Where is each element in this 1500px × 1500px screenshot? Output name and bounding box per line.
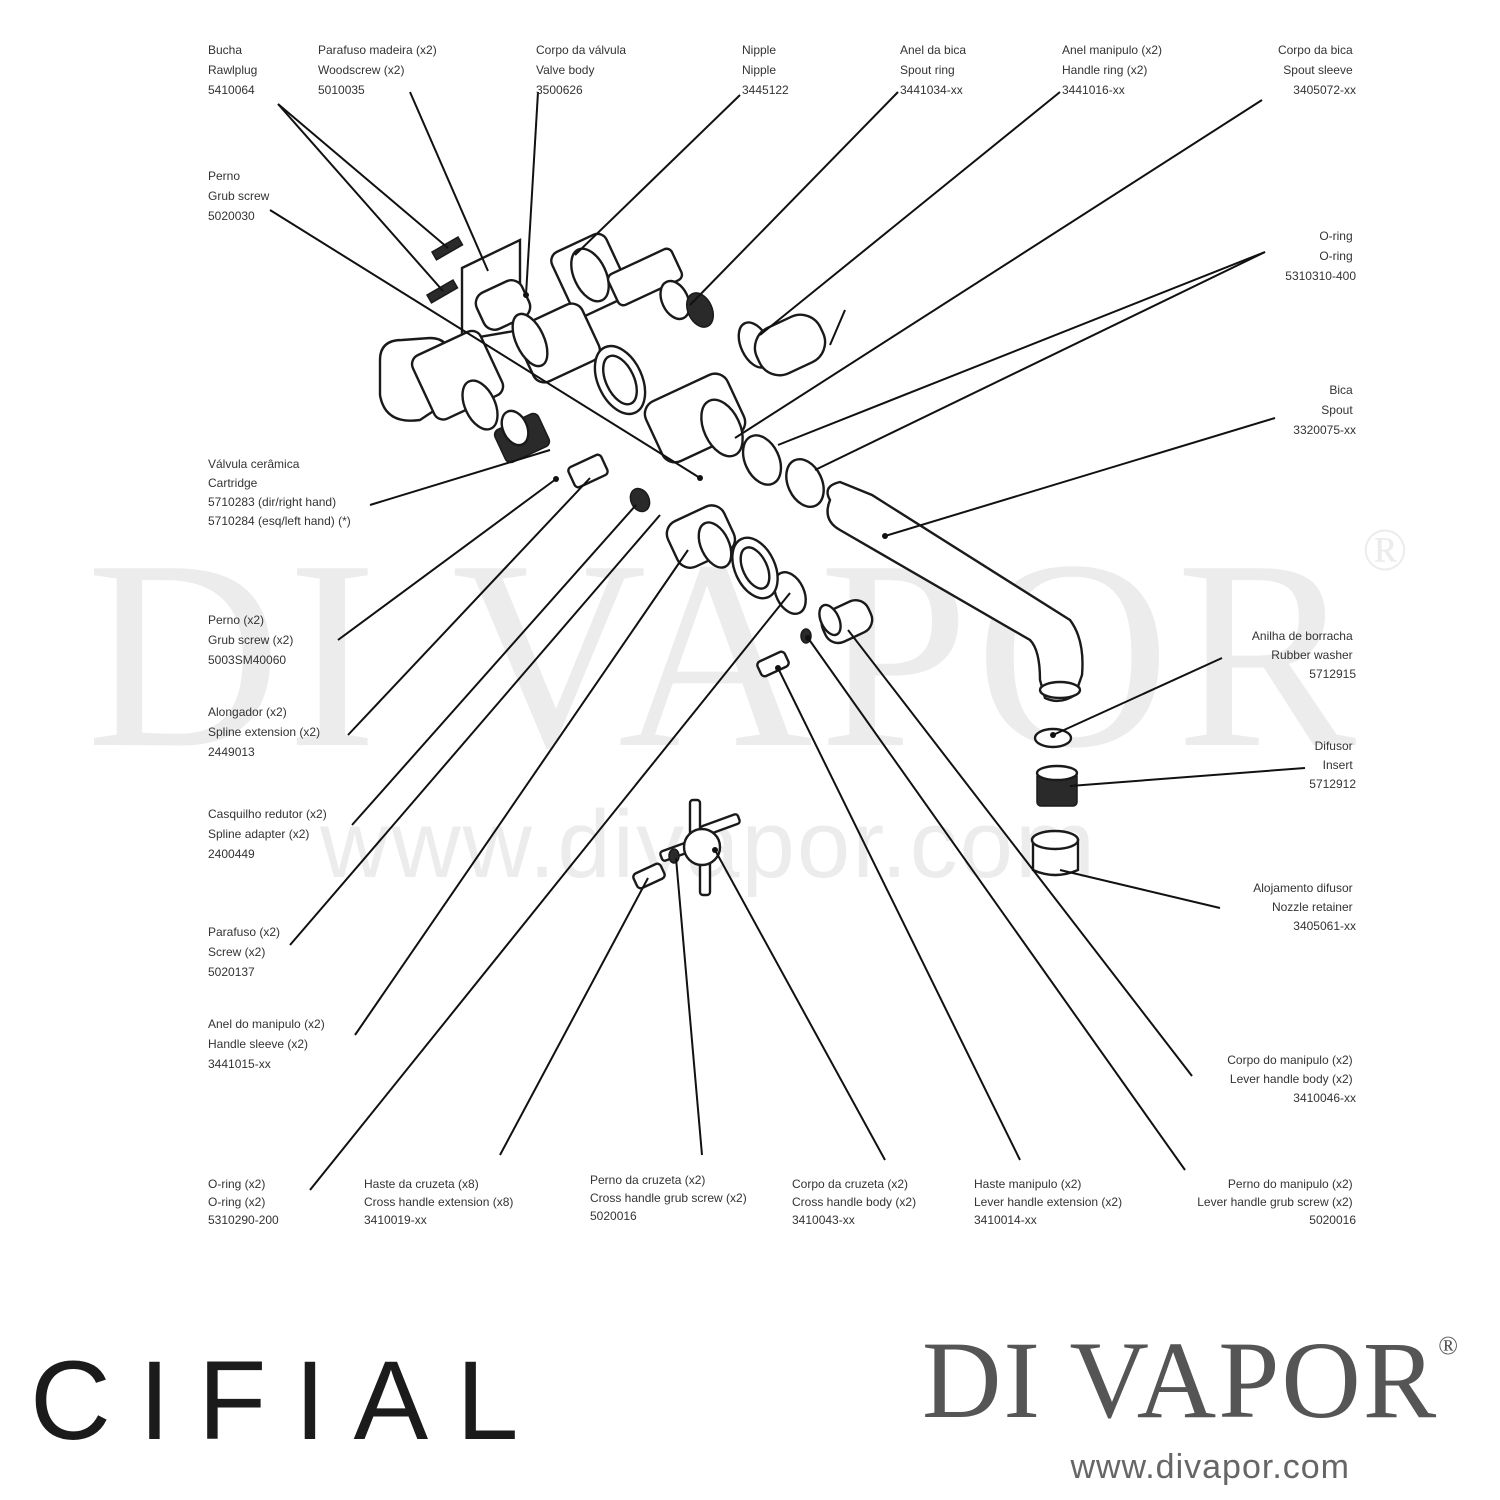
spout-part	[826, 480, 1084, 703]
callout-insert: Difusor Insert 5712912	[1309, 739, 1356, 791]
lower-handle-sleeve	[665, 504, 737, 569]
lever-handle-extension-part	[756, 650, 790, 678]
callout-rawlplug: Bucha Rawlplug 5410064	[208, 43, 261, 97]
cross-handle-part	[632, 798, 741, 897]
o-ring-parts	[741, 434, 825, 615]
callout-cross-handle-grub-screw: Perno da cruzeta (x2) Cross handle grub …	[590, 1173, 750, 1223]
parts	[378, 232, 1084, 897]
nipple-part	[606, 247, 715, 328]
callout-lever-handle-body: Corpo do manipulo (x2) Lever handle body…	[1227, 1053, 1356, 1105]
callout-handle-sleeve: Anel do manipulo (x2) Handle sleeve (x2)…	[208, 1017, 328, 1071]
callout-valve-body: Corpo da válvula Valve body 3500626	[536, 43, 629, 97]
lever-handle-body-part	[818, 599, 874, 645]
top-handle-sleeve	[511, 302, 601, 384]
divapor-url: www.divapor.com	[1070, 1448, 1350, 1486]
callout-grub-screw: Perno Grub screw 5020030	[208, 169, 273, 223]
callout-handle-ring: Anel manipulo (x2) Handle ring (x2) 3441…	[1062, 43, 1165, 97]
callout-nozzle-retainer: Alojamento difusor Nozzle retainer 34050…	[1253, 881, 1356, 933]
cartridge-part	[493, 409, 551, 464]
leader-dots	[523, 292, 1056, 853]
callout-cross-handle-extension: Haste da cruzeta (x8) Cross handle exten…	[364, 1177, 517, 1227]
divapor-registered-mark: ®	[1438, 1331, 1460, 1360]
nozzle-retainer-part	[1030, 829, 1080, 877]
callout-cartridge: Válvula cerâmica Cartridge 5710283 (dir/…	[208, 457, 351, 528]
leader-lines	[269, 91, 1306, 1191]
callout-labels: Bucha Rawlplug 5410064 Parafuso madeira …	[208, 43, 1356, 1227]
callout-woodscrew: Parafuso madeira (x2) Woodscrew (x2) 501…	[318, 43, 440, 97]
callout-nipple: Nipple Nipple 3445122	[742, 43, 789, 97]
callout-spout: Bica Spout 3320075-xx	[1293, 383, 1356, 437]
callout-spline-adapter: Casquilho redutor (x2) Spline adapter (x…	[208, 807, 330, 861]
spout-elbow-part	[378, 329, 505, 431]
rawlplug-part	[425, 236, 464, 304]
callout-spline-extension: Alongador (x2) Spline extension (x2) 244…	[208, 705, 323, 759]
callout-screw: Parafuso (x2) Screw (x2) 5020137	[208, 925, 283, 979]
callout-spout-sleeve: Corpo da bica Spout sleeve 3405072-xx	[1278, 43, 1356, 97]
watermark-registered: ®	[1362, 517, 1414, 583]
spout-sleeve-part	[643, 372, 747, 464]
cifial-logo: CIFIAL	[30, 1338, 547, 1463]
divapor-logo-text: DI VAPOR	[921, 1319, 1439, 1441]
callout-lever-handle-extension: Haste manipulo (x2) Lever handle extensi…	[974, 1177, 1125, 1227]
top-lever-handle	[737, 309, 846, 377]
callout-cross-handle-body: Corpo da cruzeta (x2) Cross handle body …	[792, 1177, 919, 1227]
callout-grub-screw-x2: Perno (x2) Grub screw (x2) 5003SM40060	[208, 613, 297, 667]
callout-o-ring-x2: O-ring (x2) O-ring (x2) 5310290-200	[208, 1177, 279, 1227]
divapor-logo: DI VAPOR®	[922, 1325, 1460, 1435]
callout-spout-ring: Anel da bica Spout ring 3441034-xx	[900, 43, 969, 97]
callout-o-ring: O-ring O-ring 5310310-400	[1285, 229, 1356, 283]
callout-lever-handle-grub-screw: Perno do manipulo (x2) Lever handle grub…	[1197, 1177, 1356, 1227]
callout-rubber-washer: Anilha de borracha Rubber washer 5712915	[1252, 629, 1356, 681]
spline-extension-part	[567, 453, 609, 489]
insert-part	[1035, 764, 1079, 807]
